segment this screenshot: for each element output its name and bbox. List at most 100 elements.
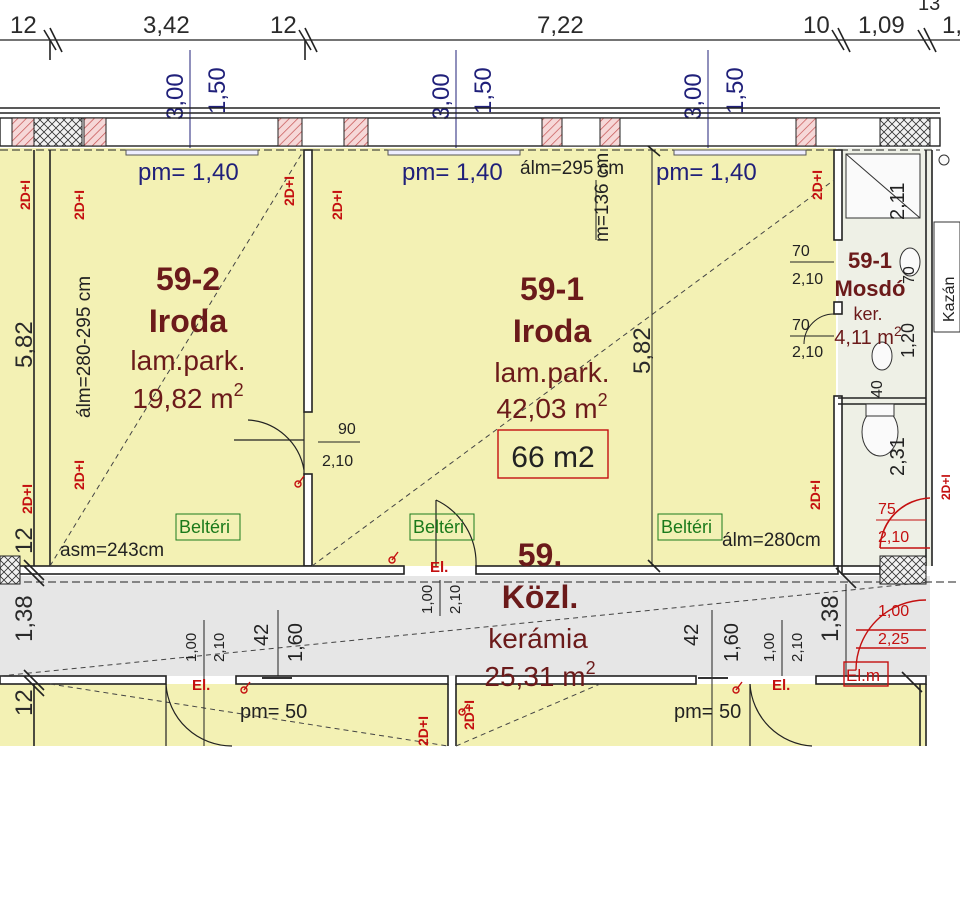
wall-hatch-pieces [11, 117, 931, 147]
room-59-1-floor: lam.park. [494, 357, 609, 388]
ceiling-alm-280: álm=280cm [722, 530, 821, 551]
socket-1: 2D+I [71, 190, 87, 220]
room-59-1-number: 59-1 [520, 271, 584, 307]
el-label-2: El. [772, 677, 790, 694]
socket-2: 2D+I [281, 176, 297, 206]
door-100-width: 1,00 [878, 603, 909, 620]
door-75-width: 75 [878, 501, 896, 518]
dim-left-12b: 12 [11, 689, 38, 716]
dim-wash-40: 40 [869, 380, 886, 398]
hatch-corner-right [879, 555, 927, 585]
corridor-label: 59. Közl. kerámia 25,31 m2 [484, 537, 595, 692]
door-lower-right [749, 683, 813, 747]
sill-label-2: pm= 1,40 [402, 159, 503, 186]
corr-door-main-width: 1,00 [419, 585, 436, 614]
door-70b-height: 2,10 [792, 344, 823, 361]
tag-belteri-3: Beltéri [661, 517, 712, 537]
washroom-floor: ker. [853, 304, 882, 324]
room-59-1-name: Iroda [513, 313, 591, 349]
socket-7: 2D+I [807, 480, 823, 510]
top-dim-5: 1,09 [858, 12, 905, 39]
door-75-height: 2,10 [878, 529, 909, 546]
top-dim-4: 10 [803, 12, 830, 39]
door-75 [879, 497, 931, 549]
room-59-1-fill [308, 148, 836, 566]
door-100 [855, 599, 927, 671]
tag-belteri-1: Beltéri [179, 517, 230, 537]
dim-right-138: 1,38 [817, 595, 844, 642]
top-dim-0: 12 [10, 12, 37, 39]
room-59-2-floor: lam.park. [130, 345, 245, 376]
diagonal-guides [0, 149, 931, 747]
boxed-area-text: 66 m2 [511, 441, 594, 474]
room-59-1-label: 59-1 Iroda lam.park. 42,03 m2 [494, 271, 609, 424]
corr-door-left-width: 1,00 [183, 633, 200, 662]
socket-8: 2D+I [415, 716, 431, 746]
corr-door-main-height: 2,10 [447, 585, 464, 614]
corridor-name: Közl. [502, 579, 578, 615]
socket-markers: 2D+I 2D+I 2D+I 2D+I 2D+I 2D+I 2D+I 2D+I … [17, 170, 953, 746]
door-lower-left [165, 683, 233, 747]
hatch-corner-left [0, 555, 21, 585]
room-59-2-fill [0, 148, 308, 566]
door-corridor-main [435, 499, 477, 567]
tag-belteri-2: Beltéri [413, 517, 464, 537]
el-label-1: El. [192, 677, 210, 694]
washbasin-icon [899, 247, 921, 277]
corr-door-right-x: 42 [681, 624, 703, 646]
door-90-height: 2,10 [322, 453, 353, 470]
switch-icons [240, 475, 743, 716]
window-2-height: 3,00 [428, 73, 455, 120]
dim-wash-231: 2,31 [887, 437, 909, 476]
dim-left-12a: 12 [11, 527, 38, 554]
washroom-name: Mosdó [835, 276, 906, 301]
corridor-floor: kerámia [488, 623, 588, 654]
right-dim-ticks [835, 567, 923, 693]
dim-left-582: 5,82 [11, 321, 38, 368]
top-dim-6: 13 [918, 0, 940, 15]
window-2-sill: 1,50 [470, 67, 497, 114]
left-dim-ticks [23, 559, 45, 697]
door-100-height: 2,25 [878, 631, 909, 648]
ceiling-asm-243: asm=243cm [60, 540, 164, 561]
room-59-2-name: Iroda [149, 303, 227, 339]
sill-label-3: pm= 1,40 [656, 159, 757, 186]
kazan-box [933, 221, 960, 333]
el-m-box [843, 661, 889, 687]
lower-room-left-fill [0, 684, 448, 746]
sill-label-1: pm= 1,40 [138, 159, 239, 186]
top-dimension-ticks [43, 27, 937, 60]
top-dim-3: 7,22 [537, 12, 584, 39]
dim-left-138: 1,38 [11, 595, 38, 642]
ceiling-alm-295: álm=295 cm [520, 158, 624, 179]
top-dim-1: 3,42 [143, 12, 190, 39]
bottom-sill-2: pm= 50 [674, 701, 741, 723]
corridor-area: 25,31 m2 [484, 658, 595, 692]
top-dim-2: 12 [270, 12, 297, 39]
boxed-area-frame [497, 429, 609, 479]
drain-icon [938, 154, 950, 166]
socket-4: 2D+I [809, 170, 825, 200]
window-3-sill: 1,50 [722, 67, 749, 114]
door-70a-width: 70 [792, 243, 810, 260]
window-1-sill: 1,50 [204, 67, 231, 114]
door-90-width: 90 [338, 421, 356, 438]
socket-0: 2D+I [17, 180, 33, 210]
corr-door-right-width: 1,00 [761, 633, 778, 662]
socket-6: 2D+I [19, 484, 35, 514]
bottom-sill-1: pm= 50 [240, 701, 307, 723]
washbasin-2-icon [871, 341, 893, 371]
socket-10: 2D+I [939, 474, 953, 500]
dim-mid-582: 5,82 [629, 327, 656, 374]
dim-wash-120: 1,20 [898, 323, 918, 358]
socket-5: 2D+I [71, 460, 87, 490]
corr-door-left-x: 42 [251, 624, 273, 646]
window-3-height: 3,00 [680, 73, 707, 120]
washroom-label: 59-1 Mosdó ker. 4,11 m2 [834, 248, 905, 349]
room-59-2-area: 19,82 m2 [132, 380, 243, 414]
lower-room-right-fill [456, 684, 926, 746]
kazan-label: Kazán [941, 277, 958, 322]
corr-door-left-height: 2,10 [211, 633, 228, 662]
ceiling-m-136: m=136 cm [592, 153, 613, 242]
